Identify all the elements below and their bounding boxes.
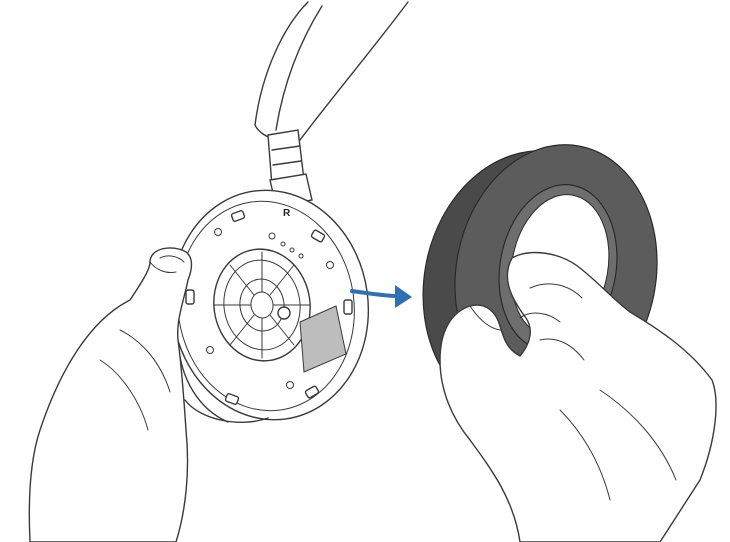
ear-cushion-icon (422, 144, 717, 542)
direction-arrow-icon (350, 285, 412, 308)
channel-marking: R (283, 208, 291, 219)
driver-grille (213, 248, 311, 362)
right-hand (439, 251, 717, 542)
left-hand (28, 247, 193, 542)
headphone-earcup-icon: R (28, 1, 409, 542)
earcup-base (184, 399, 269, 424)
indicator-dots (268, 232, 304, 259)
cushion-clips (185, 210, 353, 405)
headband (254, 1, 409, 143)
label-pad (299, 305, 347, 373)
